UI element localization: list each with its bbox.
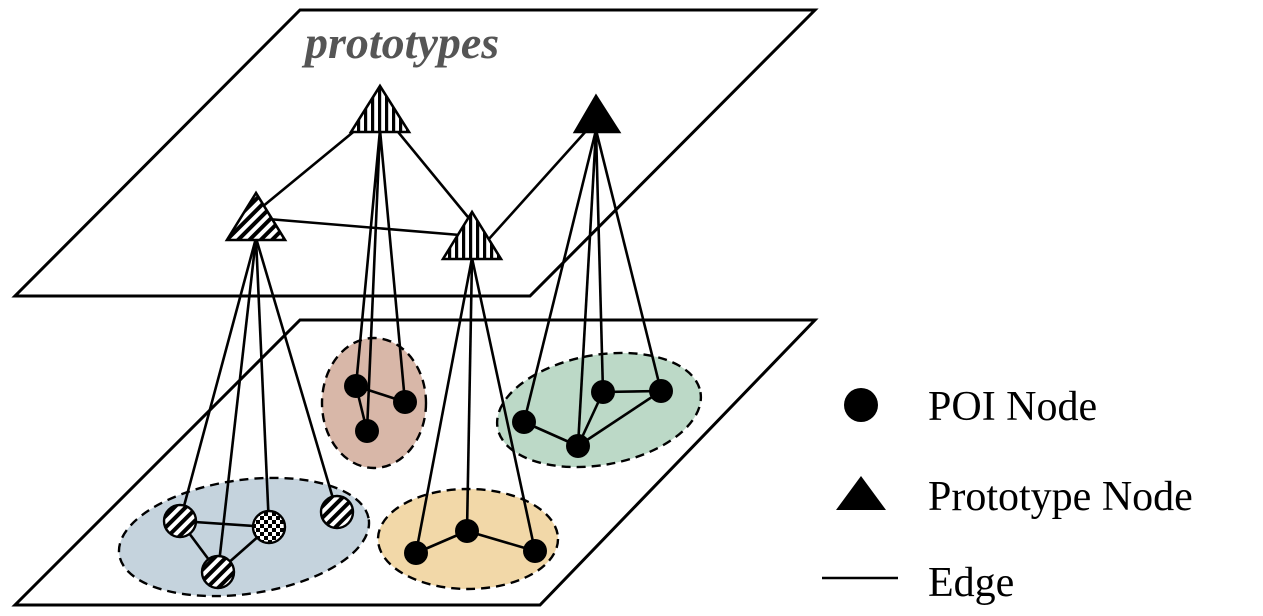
poi-node-hatched — [319, 494, 355, 530]
poi-node — [393, 390, 417, 414]
poi-node — [566, 434, 590, 458]
prototype-node-vstriped — [348, 83, 412, 134]
poi-node — [512, 410, 536, 434]
prototype-nodes — [224, 83, 622, 261]
poi-nodes — [162, 374, 673, 590]
legend-poi-icon — [844, 388, 878, 422]
cluster-red — [320, 336, 428, 470]
prototypes-title: prototypes — [301, 17, 499, 68]
poi-node — [344, 374, 368, 398]
poi-node — [404, 541, 428, 565]
legend-prototype-icon — [836, 476, 886, 510]
legend-edge-label: Edge — [928, 560, 1014, 606]
prototype-node-vstriped — [440, 209, 504, 261]
poi-node — [455, 519, 479, 543]
prototype-node-black — [572, 93, 622, 134]
legend-poi-label: POI Node — [928, 384, 1097, 430]
legend-prototype-label: Prototype Node — [928, 474, 1193, 520]
poi-node-hatched — [200, 554, 236, 590]
legend: POI Node Prototype Node Edge — [822, 384, 1193, 606]
prototype-to-poi-edges — [178, 129, 663, 573]
poi-node-hatched — [162, 503, 198, 539]
poi-node — [649, 379, 673, 403]
poi-node — [591, 380, 615, 404]
poi-node-checkered — [251, 509, 287, 545]
prototype-node-dstriped — [224, 190, 288, 242]
poi-node — [523, 539, 547, 563]
cluster-green — [495, 351, 703, 469]
poi-node — [355, 419, 379, 443]
